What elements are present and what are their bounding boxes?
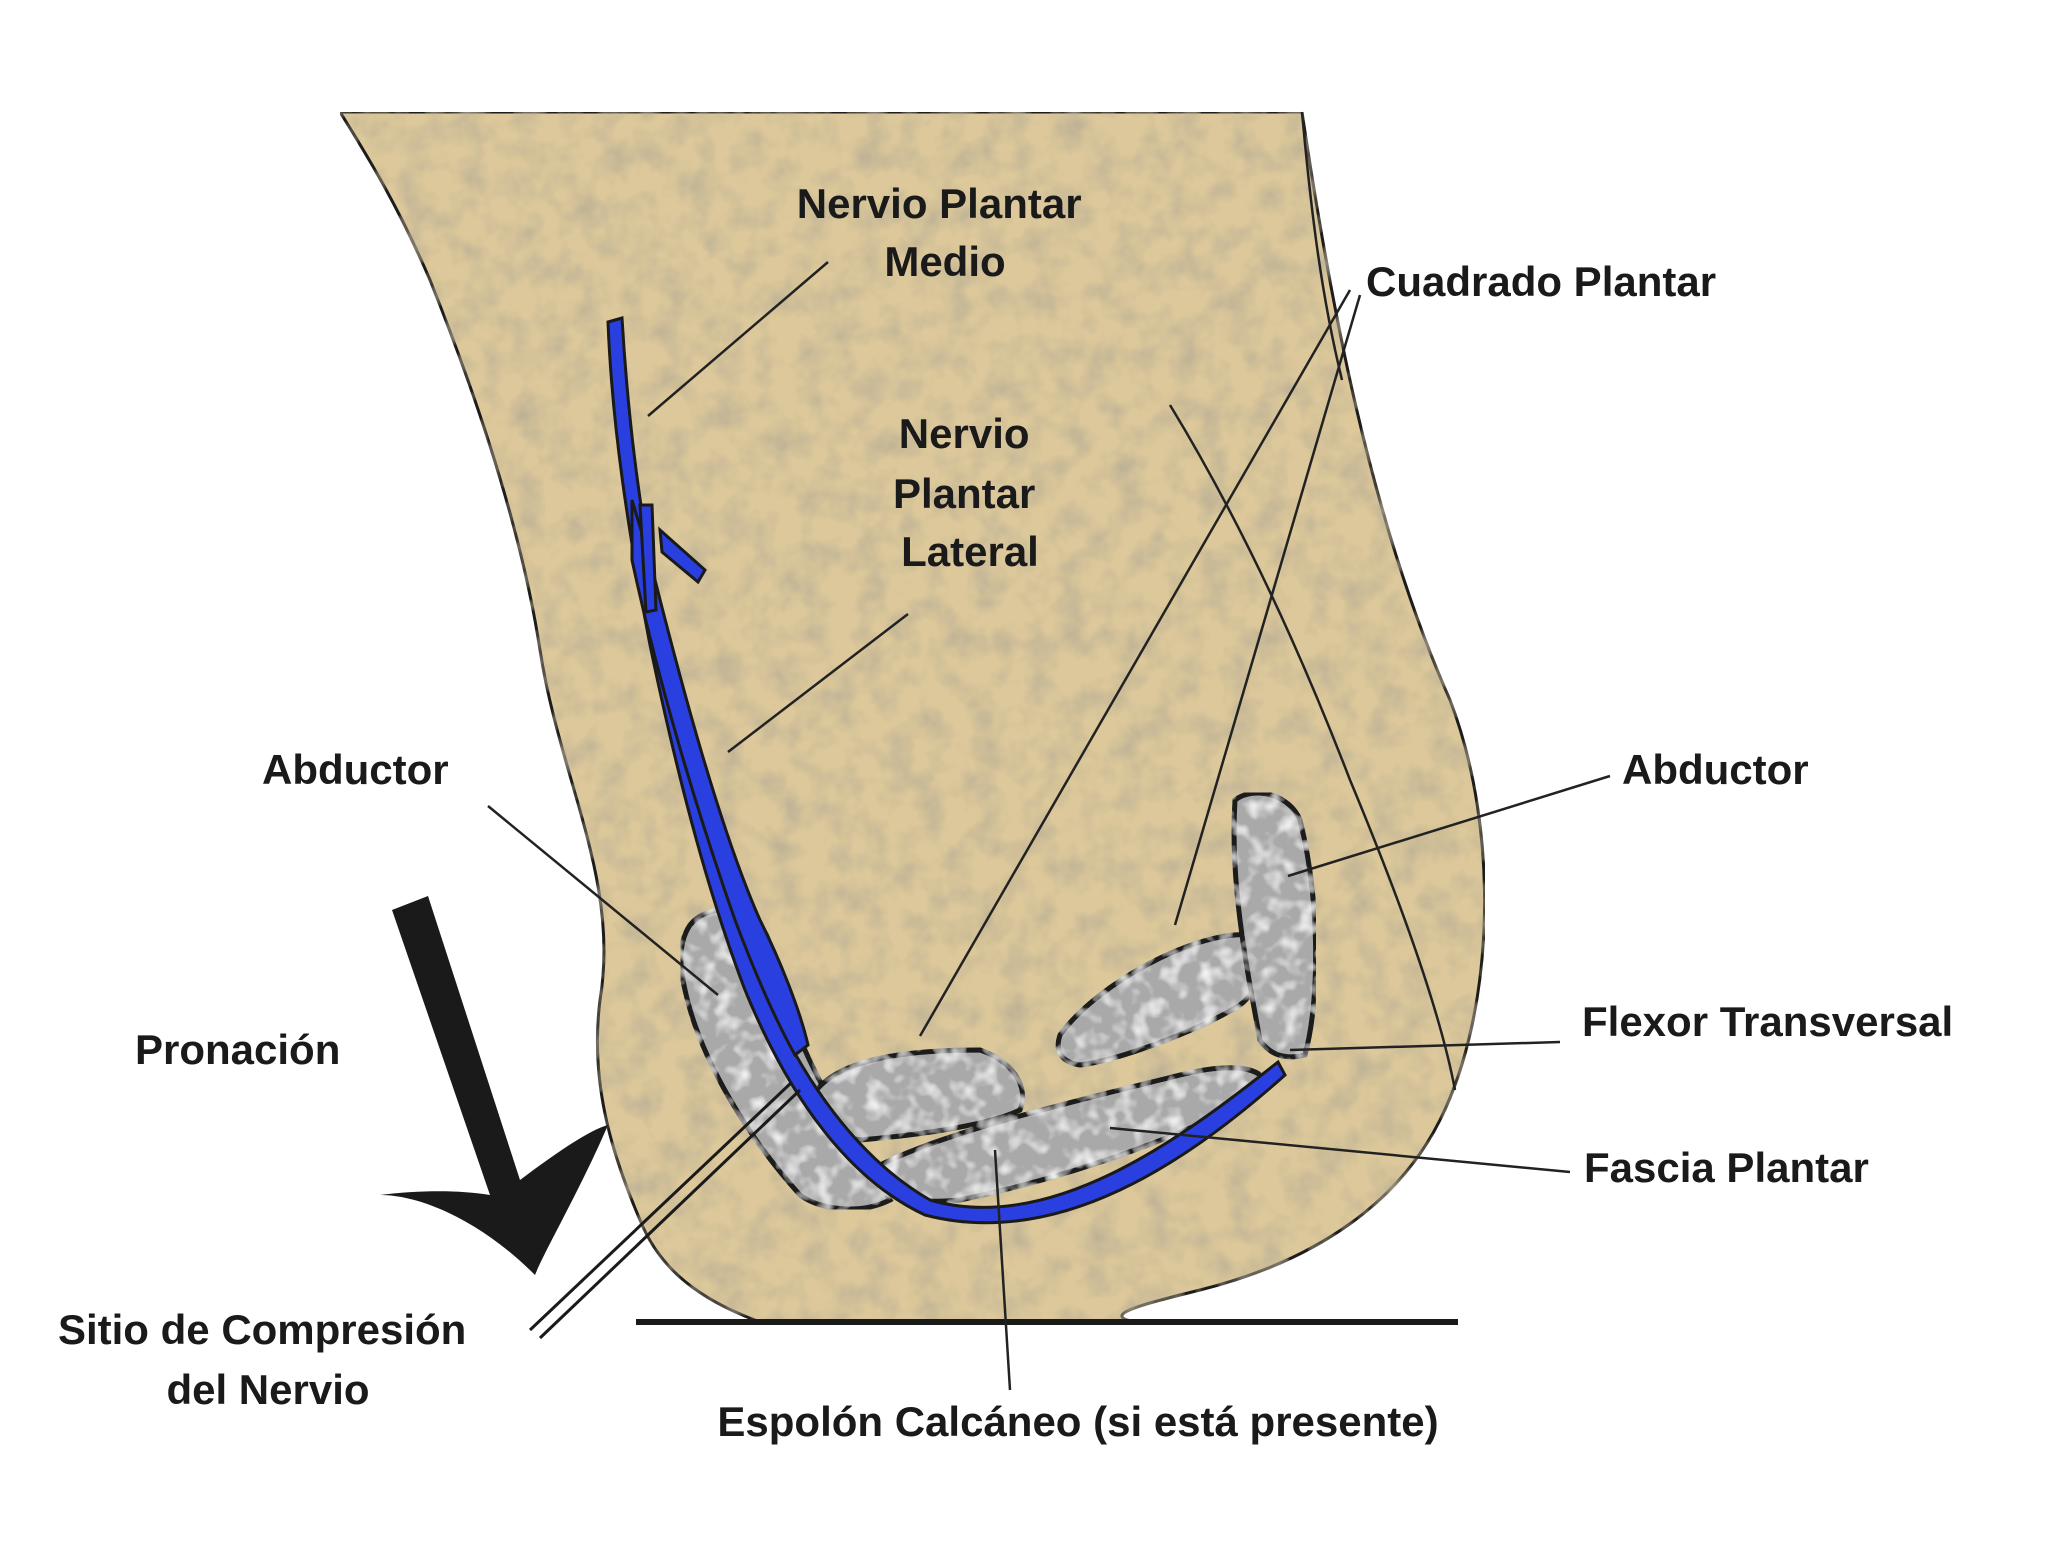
nerve-branch-2 — [638, 503, 658, 614]
leader-heel-spur — [993, 1149, 1012, 1391]
compression-pointer-b — [528, 1080, 794, 1332]
leader-fascia — [1109, 1126, 1571, 1174]
abductor-right-muscle — [1231, 790, 1319, 1060]
lateral-plantar-nerve — [630, 499, 810, 1058]
label-abductor-left: Abductor — [262, 746, 449, 793]
leader-flexor — [1289, 1040, 1561, 1052]
leader-abductor-left — [487, 805, 719, 996]
nerve-branch — [658, 526, 707, 585]
nerve-group — [606, 316, 1287, 1225]
label-lateral-nerve: Nervio Plantar Lateral — [893, 410, 1047, 575]
label-medial-nerve-line2: Medio — [884, 238, 1005, 285]
leader-lateral-nerve — [727, 613, 909, 753]
label-flexor: Flexor Transversal — [1582, 998, 1953, 1045]
quadratus-muscle — [1055, 932, 1262, 1068]
label-fascia: Fascia Plantar — [1584, 1144, 1869, 1191]
label-lateral-nerve-line3: Lateral — [901, 528, 1039, 575]
label-compression-site: Sitio de Compresión del Nervio — [58, 1306, 478, 1413]
label-compression-line1: Sitio de Compresión — [58, 1306, 466, 1353]
leader-quadratus-1 — [918, 289, 1352, 1037]
leader-medial-nerve — [647, 261, 829, 417]
outer-contour-line — [1300, 111, 1344, 381]
quadratus-contour-line — [1168, 404, 1457, 1091]
compression-pointer-a — [538, 1088, 802, 1340]
leader-quadratus-2 — [1173, 294, 1362, 926]
arrow-down-curved-icon — [380, 896, 608, 1275]
label-lateral-nerve-line1: Nervio — [899, 410, 1030, 457]
label-pronation: Pronación — [135, 1026, 340, 1073]
label-lateral-nerve-line2: Plantar — [893, 470, 1035, 517]
heel-tissue — [337, 110, 1487, 1324]
label-compression-line2: del Nervio — [166, 1366, 369, 1413]
label-quadratus: Cuadrado Plantar — [1366, 258, 1716, 305]
label-heel-spur: Espolón Calcáneo (si está presente) — [717, 1398, 1438, 1445]
leader-abductor-right — [1287, 774, 1611, 878]
label-medial-nerve-line1: Nervio Plantar — [797, 180, 1082, 227]
label-abductor-right: Abductor — [1622, 746, 1809, 793]
label-medial-nerve: Nervio Plantar Medio — [797, 180, 1093, 285]
